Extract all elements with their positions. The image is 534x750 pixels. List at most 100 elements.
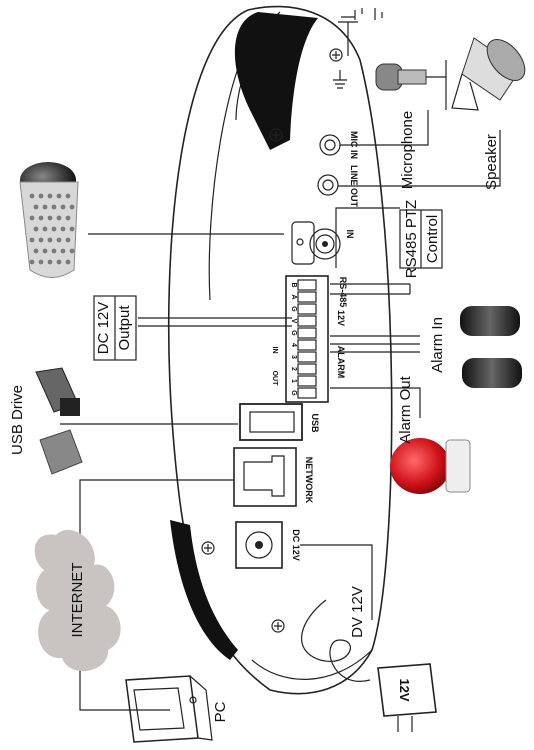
pin-group-in-label: IN	[271, 347, 278, 354]
power-adapter-icon	[377, 663, 437, 732]
camera-vent-dot	[60, 248, 66, 254]
camera-vent-dot	[51, 248, 57, 254]
screw-icon	[269, 128, 283, 142]
alarm-in-label: Alarm In	[429, 317, 446, 373]
screw-icon	[271, 619, 285, 633]
camera-vent-dot	[29, 237, 35, 243]
dvr-device	[167, 5, 393, 695]
alarm-out-label: Alarm Out	[397, 375, 414, 443]
network-port[interactable]	[233, 447, 297, 507]
camera-vent-dot	[33, 248, 39, 254]
camera-vent-dot	[56, 259, 62, 265]
internet-cloud-icon	[34, 529, 121, 672]
camera-vent-dot	[29, 193, 35, 199]
camera-vent-dot	[42, 248, 48, 254]
adapter-voltage-label: 12V	[397, 678, 412, 701]
video-in-label: IN	[345, 230, 355, 239]
camera-vent-dot	[51, 204, 57, 210]
terminal-pin-label: 4	[290, 343, 297, 347]
terminal-pin[interactable]	[297, 327, 317, 339]
camera-vent-dot	[47, 259, 53, 265]
camera-vent-dot	[51, 226, 57, 232]
analog-camera-icon	[19, 162, 79, 278]
terminal-pin[interactable]	[297, 303, 317, 315]
line-out-jack[interactable]	[317, 174, 339, 196]
camera-vent-dot	[38, 215, 44, 221]
terminal-pin[interactable]	[297, 387, 317, 399]
camera-vent-dot	[56, 215, 62, 221]
camera-vent-dot	[56, 237, 62, 243]
camera-vent-dot	[33, 204, 39, 210]
terminal-pin-label: A	[290, 294, 297, 299]
alarm-siren-icon	[390, 438, 471, 494]
usb-drive-icon	[35, 367, 83, 475]
terminal-pin[interactable]	[297, 279, 317, 291]
network-port-label: NETWORK	[304, 457, 314, 504]
camera-vent-dot	[60, 226, 66, 232]
speaker-label: Speaker	[483, 134, 500, 190]
screw-icon	[201, 541, 215, 555]
camera-vent-dot	[29, 259, 35, 265]
ground-terminal-icon	[333, 70, 347, 89]
rs485-label-2: Control	[424, 215, 441, 263]
pc-label: PC	[212, 701, 229, 722]
camera-vent-dot	[69, 204, 75, 210]
microphone-icon	[375, 60, 447, 110]
camera-vent-dot	[38, 237, 44, 243]
camera-vent-dot	[33, 226, 39, 232]
dc-output-label-2: Output	[116, 305, 133, 351]
pc-monitor-icon	[125, 675, 213, 743]
terminal-pin-label: B	[290, 282, 297, 287]
mic-in-jack[interactable]	[319, 134, 341, 156]
dv12v-label: DV 12V	[349, 586, 366, 638]
camera-vent-dot	[38, 193, 44, 199]
dc-output-box	[93, 295, 137, 361]
camera-vent-dot	[65, 259, 71, 265]
terminal-pin[interactable]	[297, 351, 317, 363]
terminal-pin-label: 2	[290, 367, 297, 371]
terminal-pin[interactable]	[297, 291, 317, 303]
camera-vent-dot	[29, 215, 35, 221]
speaker-icon	[451, 37, 526, 111]
terminal-pin[interactable]	[297, 315, 317, 327]
camera-vent-dot	[65, 215, 71, 221]
camera-vent-dot	[69, 226, 75, 232]
camera-vent-dot	[56, 193, 62, 199]
usb-port-label: USB	[310, 413, 320, 433]
terminal-pin[interactable]	[297, 375, 317, 387]
terminal-pin-label: 1	[290, 379, 297, 383]
terminal-pin-label: G	[290, 306, 297, 312]
camera-vent-dot	[42, 204, 48, 210]
camera-vent-dot	[47, 193, 53, 199]
camera-vent-dot	[60, 204, 66, 210]
bnc-video-in-connector[interactable]	[291, 221, 341, 265]
camera-vent-dot	[69, 248, 75, 254]
terminal-pin-label: G	[290, 390, 297, 396]
terminal-pin-label: 3	[290, 355, 297, 359]
usb-port[interactable]	[239, 403, 303, 441]
terminal-pin[interactable]	[297, 339, 317, 351]
terminal-pin[interactable]	[297, 363, 317, 375]
camera-vent-dot	[65, 237, 71, 243]
usb-drive-label: USB Drive	[9, 385, 26, 455]
camera-vent-dot	[65, 193, 71, 199]
alarm-port-label: ALARM	[336, 346, 346, 379]
dc12v-port-label: DC 12V	[291, 529, 301, 561]
rs485-box	[399, 209, 443, 269]
dc-output-label-1: DC 12V	[95, 302, 112, 355]
dc-power-jack[interactable]	[235, 521, 283, 569]
microphone-label: Microphone	[399, 111, 416, 189]
rs485-port-label: RS-485	[338, 277, 348, 308]
camera-vent-dot	[47, 237, 53, 243]
camera-vent-dot	[38, 259, 44, 265]
out-pin-label: OUT	[271, 371, 278, 387]
alarm-in-sensor-icon	[460, 306, 522, 388]
connection-lines	[60, 8, 501, 711]
camera-vent-dot	[47, 215, 53, 221]
terminal-pin-label: G	[290, 330, 297, 336]
rs485-label-1: RS485 PTZ	[403, 200, 420, 278]
terminal-pin-label: V	[290, 319, 297, 324]
internet-label: INTERNET	[69, 563, 86, 638]
